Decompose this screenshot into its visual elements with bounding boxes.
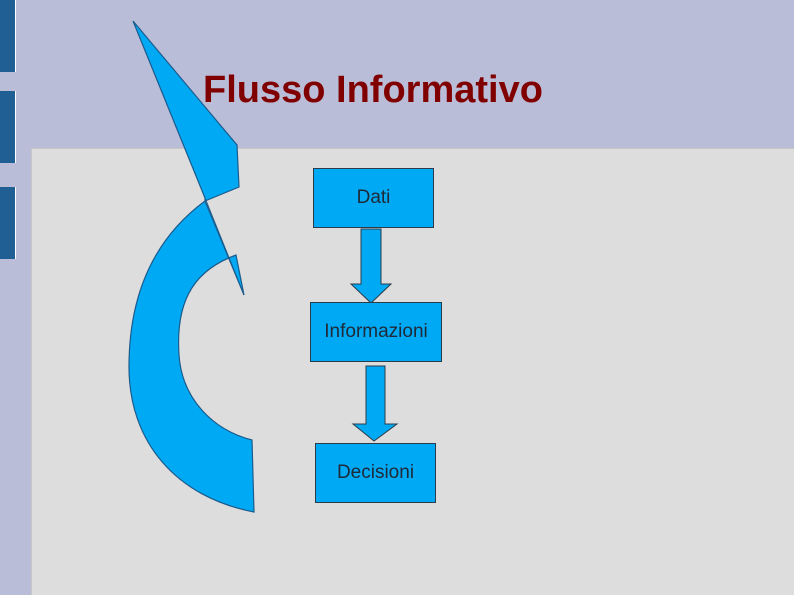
left-marker-bottom <box>0 187 16 259</box>
decisioni-label: Decisioni <box>336 462 415 483</box>
left-marker-top <box>0 0 16 72</box>
dati-node: Dati <box>313 168 434 228</box>
down-arrow-dati-to-informazioni <box>349 228 393 304</box>
informazioni-node: Informazioni <box>310 302 442 362</box>
feedback-arrow-inner-line <box>204 197 245 296</box>
informazioni-label: Informazioni <box>324 321 428 342</box>
dati-label: Dati <box>356 187 391 208</box>
left-marker-middle <box>0 91 16 163</box>
slide-title: Flusso Informativo <box>203 69 543 111</box>
feedback-curved-arrow <box>128 20 255 513</box>
decisioni-node: Decisioni <box>315 443 436 503</box>
down-arrow-informazioni-to-decisioni <box>351 365 399 442</box>
